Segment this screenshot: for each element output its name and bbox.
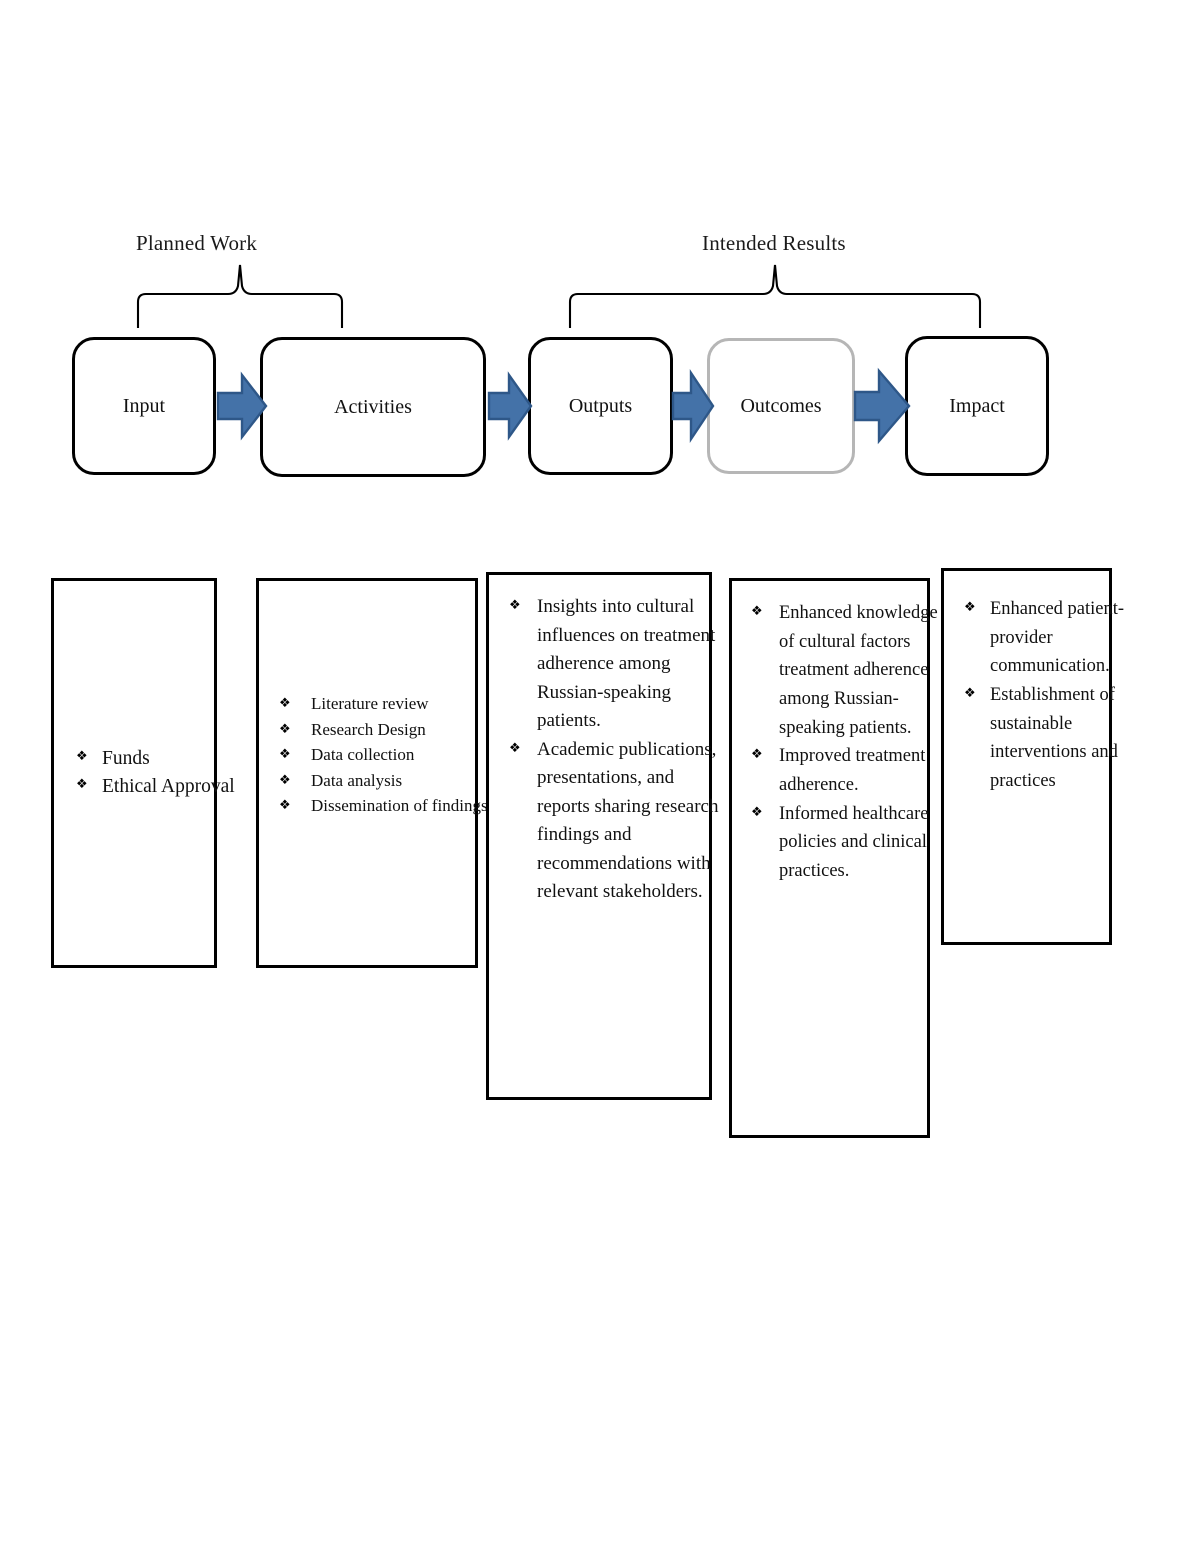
list-item: ❖ Enhanced knowledge of cultural factors… xyxy=(751,599,946,742)
bullet-text: Establishment of sustainable interventio… xyxy=(990,685,1118,792)
flow-box-outcomes-label: Outcomes xyxy=(740,395,822,417)
diamond-bullet-icon: ❖ xyxy=(751,747,763,763)
flow-box-input[interactable]: Input xyxy=(72,337,216,475)
flow-box-input-label: Input xyxy=(122,395,166,417)
arrow-outcomes-to-impact xyxy=(853,367,911,445)
list-item: ❖ Ethical Approval xyxy=(76,773,236,801)
detail-box-outputs-content: ❖ Insights into cultural influences on t… xyxy=(489,575,737,907)
bullet-text: Research Design xyxy=(311,719,426,739)
bullet-text: Literature review xyxy=(311,694,429,714)
curly-brace-intended-results xyxy=(568,264,982,328)
list-item: ❖ Literature review xyxy=(279,691,495,717)
detail-box-activities-content: ❖ Literature review ❖ Research Design ❖ … xyxy=(259,691,503,819)
detail-box-activities: ❖ Literature review ❖ Research Design ❖ … xyxy=(256,578,492,968)
list-item: ❖ Data analysis xyxy=(279,768,495,794)
bullet-text: Enhanced knowledge of cultural factors t… xyxy=(779,603,938,738)
diamond-bullet-icon: ❖ xyxy=(509,740,521,756)
list-item: ❖ Informed healthcare policies and clini… xyxy=(751,800,946,886)
detail-box-input-content: ❖ Funds ❖ Ethical Approval xyxy=(54,745,246,800)
flow-box-impact[interactable]: Impact xyxy=(905,336,1049,476)
diamond-bullet-icon: ❖ xyxy=(964,686,976,702)
bullet-text: Funds xyxy=(102,748,150,770)
bullet-text: Data collection xyxy=(311,745,415,765)
diamond-bullet-icon: ❖ xyxy=(509,598,521,613)
diamond-bullet-icon: ❖ xyxy=(279,798,291,814)
arrow-input-to-activities xyxy=(216,371,268,441)
diamond-bullet-icon: ❖ xyxy=(279,721,291,737)
diamond-bullet-icon: ❖ xyxy=(279,747,291,763)
diamond-bullet-icon: ❖ xyxy=(279,772,291,788)
detail-box-impact-content: ❖ Enhanced patient-provider communicatio… xyxy=(944,571,1135,796)
bullet-list-outputs: ❖ Insights into cultural influences on t… xyxy=(509,593,729,907)
list-item: ❖ Insights into cultural influences on t… xyxy=(509,593,729,736)
detail-box-input: ❖ Funds ❖ Ethical Approval xyxy=(51,578,235,968)
bullet-text: Data analysis xyxy=(311,770,403,790)
flow-box-activities-label: Activities xyxy=(334,396,412,418)
list-item: ❖ Academic publications, presentations, … xyxy=(509,736,729,907)
diamond-bullet-icon: ❖ xyxy=(751,804,763,820)
bullet-text: Enhanced patient-provider communication. xyxy=(990,599,1125,677)
detail-box-impact: ❖ Enhanced patient-provider communicatio… xyxy=(941,568,1124,945)
bullet-text: Dissemination of findings. xyxy=(311,796,492,816)
bullet-list-impact: ❖ Enhanced patient-provider communicatio… xyxy=(964,595,1129,796)
flow-box-activities[interactable]: Activities xyxy=(260,337,486,477)
diamond-bullet-icon: ❖ xyxy=(76,777,88,792)
list-item: ❖ Enhanced patient-provider communicatio… xyxy=(964,595,1129,681)
detail-box-outcomes: ❖ Enhanced knowledge of cultural factors… xyxy=(729,578,938,1138)
list-item: ❖ Funds xyxy=(76,745,236,773)
brace-label-planned-work: Planned Work xyxy=(136,231,258,255)
list-item: ❖ Research Design xyxy=(279,717,495,743)
bullet-text: Improved treatment adherence. xyxy=(779,746,926,796)
diamond-bullet-icon: ❖ xyxy=(76,749,88,765)
detail-box-outputs: ❖ Insights into cultural influences on t… xyxy=(486,572,718,1100)
bullet-text: Informed healthcare policies and clinica… xyxy=(779,803,929,882)
flow-box-outputs[interactable]: Outputs xyxy=(528,337,673,475)
diamond-bullet-icon: ❖ xyxy=(751,604,763,619)
bullet-list-outcomes: ❖ Enhanced knowledge of cultural factors… xyxy=(751,599,946,886)
arrow-activities-to-outputs xyxy=(487,371,533,441)
diamond-bullet-icon: ❖ xyxy=(964,600,976,615)
bullet-text: Insights into cultural influences on tre… xyxy=(537,596,716,731)
list-item: ❖ Data collection xyxy=(279,742,495,768)
flow-box-outputs-label: Outputs xyxy=(568,395,633,417)
bullet-text: Academic publications, presentations, an… xyxy=(537,738,719,903)
diamond-bullet-icon: ❖ xyxy=(279,696,291,712)
bullet-list-activities: ❖ Literature review ❖ Research Design ❖ … xyxy=(279,691,495,819)
list-item: ❖ Improved treatment adherence. xyxy=(751,742,946,799)
list-item: ❖ Establishment of sustainable intervent… xyxy=(964,681,1129,796)
flow-box-outcomes[interactable]: Outcomes xyxy=(707,338,855,474)
arrow-outputs-to-outcomes xyxy=(671,369,715,443)
flow-box-impact-label: Impact xyxy=(949,395,1005,417)
detail-box-outcomes-content: ❖ Enhanced knowledge of cultural factors… xyxy=(732,581,954,886)
bullet-list-input: ❖ Funds ❖ Ethical Approval xyxy=(76,745,236,800)
brace-label-intended-results: Intended Results xyxy=(702,231,846,255)
curly-brace-planned-work xyxy=(136,264,344,328)
bullet-text: Ethical Approval xyxy=(102,776,235,797)
list-item: ❖ Dissemination of findings. xyxy=(279,793,495,819)
